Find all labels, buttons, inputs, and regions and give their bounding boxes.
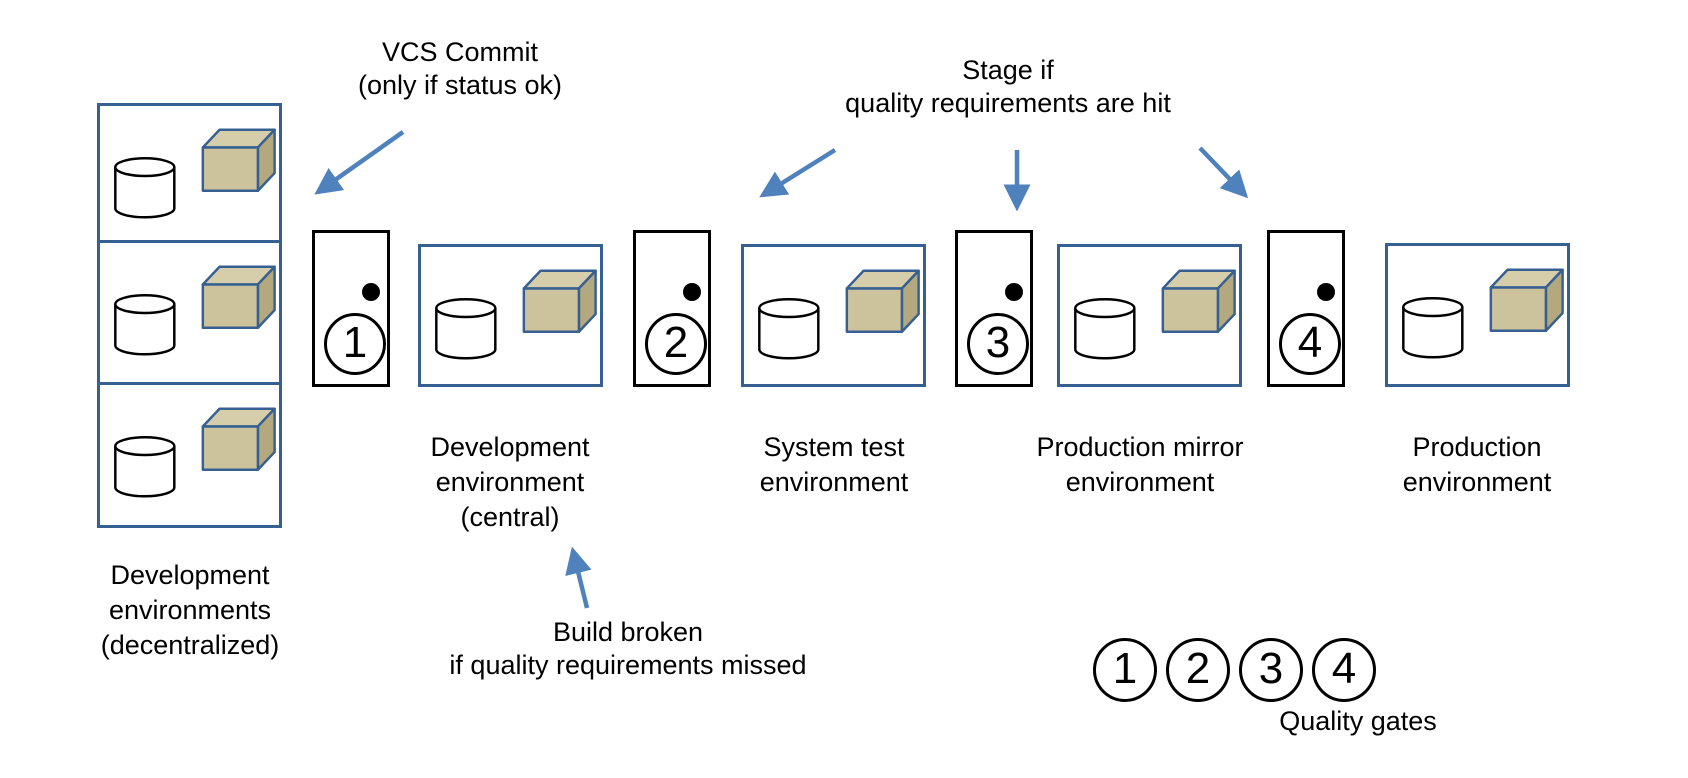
label-line: environment: [1065, 467, 1215, 497]
note-line: quality requirements are hit: [845, 88, 1171, 118]
production-mirror-env-box: [1057, 244, 1242, 387]
stage-note: Stage if quality requirements are hit: [758, 54, 1258, 120]
label-line: environment: [1402, 467, 1552, 497]
label-line: (central): [460, 502, 560, 532]
note-line: if quality requirements missed: [449, 650, 807, 680]
production-env-label: Production environment: [1337, 430, 1617, 500]
label-line: Development: [430, 432, 590, 462]
stage-arrow-gate4: [1198, 146, 1249, 199]
legend-gate-4: 4: [1312, 638, 1376, 702]
production-env-box: [1385, 243, 1570, 387]
label-line: environments: [108, 595, 272, 625]
gate-status-dot: [683, 283, 701, 301]
quality-gate-2: 2: [633, 230, 711, 387]
legend-gate-3: 3: [1239, 638, 1303, 702]
gate-status-dot: [362, 283, 380, 301]
gate-number-badge: 4: [1279, 313, 1341, 375]
gate-number-badge: 3: [967, 313, 1029, 375]
dev-stack-label: Development environments (decentralized): [55, 558, 325, 663]
legend-gate-2: 2: [1166, 638, 1230, 702]
quality-gate-3: 3: [955, 230, 1033, 387]
dev-stack-box-3: [97, 382, 282, 528]
build-broken-note: Build broken if quality requirements mis…: [378, 616, 878, 682]
stage-arrow-gate2: [759, 148, 837, 198]
label-line: environment: [759, 467, 909, 497]
gate-status-dot: [1317, 283, 1335, 301]
label-line: environment: [435, 467, 585, 497]
label-line: Production mirror: [1036, 432, 1244, 462]
dev-stack-box-2: [97, 240, 282, 385]
dev-stack-box-1: [97, 103, 282, 243]
label-line: Production: [1412, 432, 1542, 462]
label-line: Development: [110, 560, 270, 590]
dev-central-env-box: [418, 244, 603, 387]
vcs-commit-arrow: [314, 130, 405, 195]
system-test-env-label: System test environment: [694, 430, 974, 500]
note-line: Build broken: [552, 617, 704, 647]
production-mirror-env-label: Production mirror environment: [1000, 430, 1280, 500]
build-broken-arrow: [565, 546, 592, 609]
note-line: Stage if: [962, 55, 1054, 85]
note-line: (only if status ok): [357, 70, 563, 100]
label-line: (decentralized): [100, 630, 280, 660]
system-test-env-box: [741, 244, 926, 387]
legend-label: Quality gates: [1279, 706, 1437, 736]
gate-number-badge: 2: [645, 313, 707, 375]
vcs-commit-note: VCS Commit (only if status ok): [300, 36, 620, 102]
quality-gate-4: 4: [1267, 230, 1345, 387]
legend-gate-1: 1: [1093, 638, 1157, 702]
label-line: System test: [763, 432, 905, 462]
quality-gate-1: 1: [312, 230, 390, 387]
dev-central-env-label: Development environment (central): [370, 430, 650, 535]
gate-number-badge: 1: [324, 313, 386, 375]
gate-status-dot: [1005, 283, 1023, 301]
note-line: VCS Commit: [381, 37, 538, 67]
